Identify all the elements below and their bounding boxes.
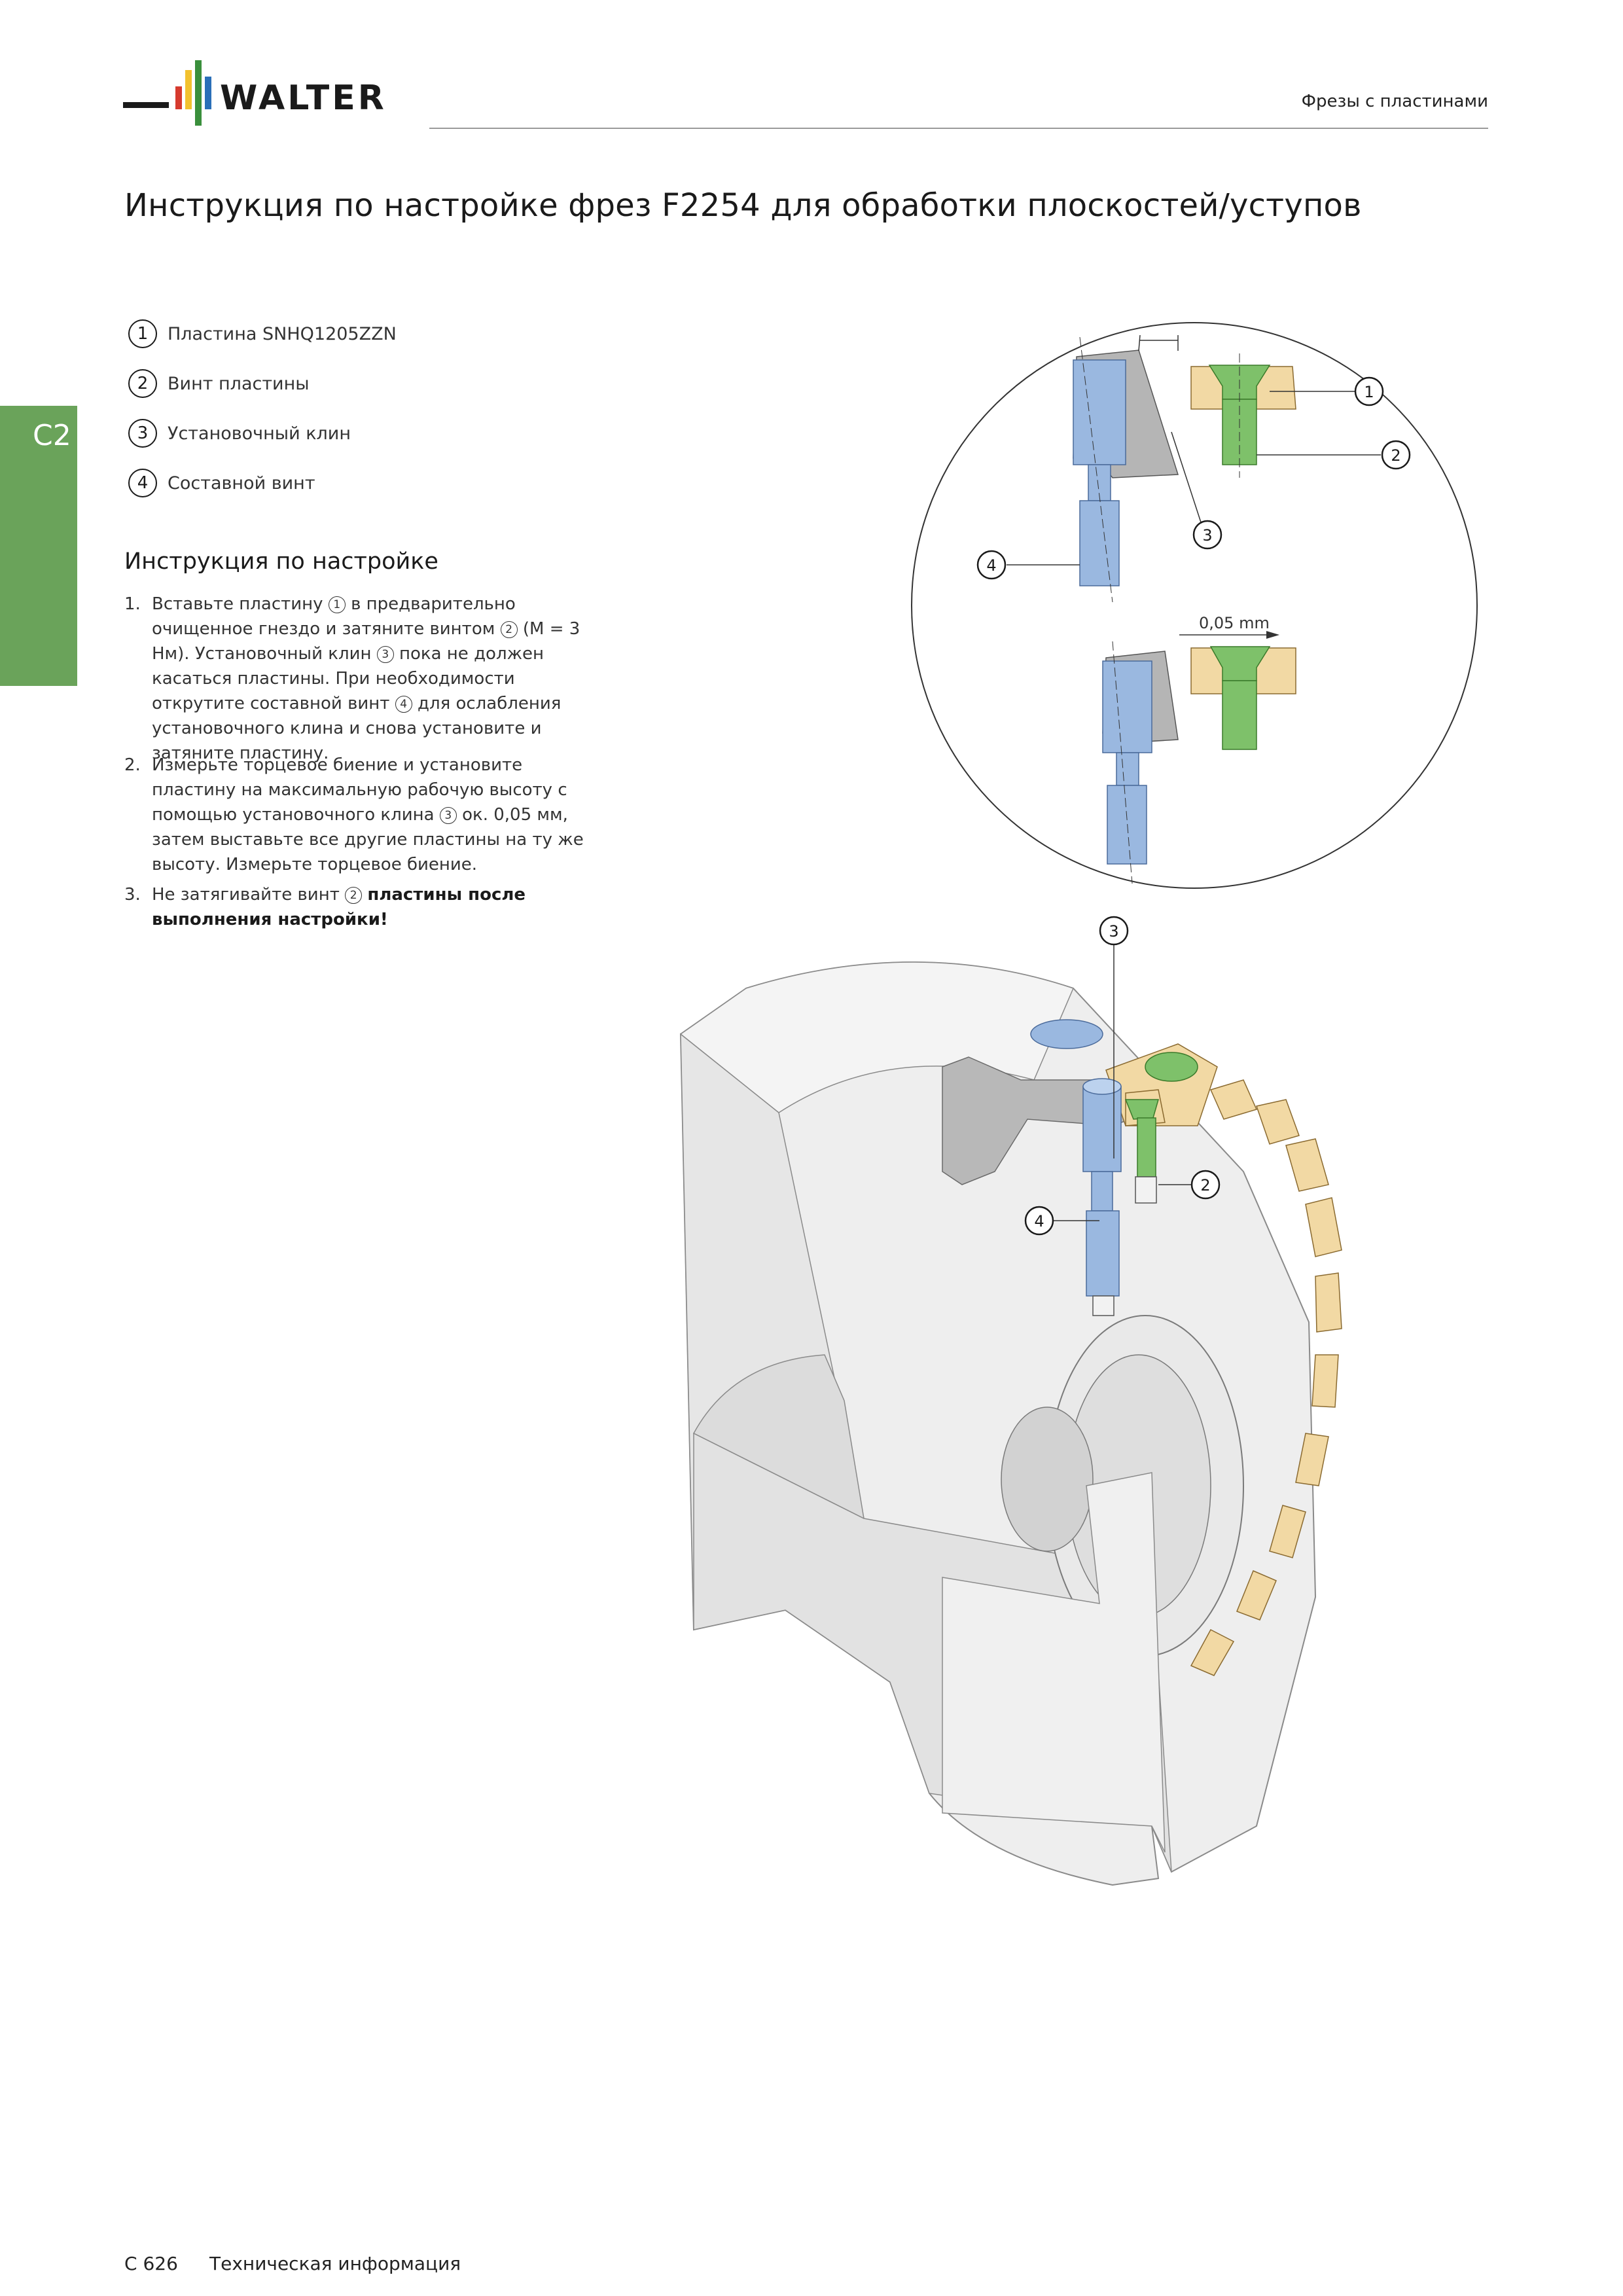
callout-number: 1 (1364, 383, 1374, 401)
callout-number: 2 (1391, 446, 1400, 465)
step-number: 1. (124, 594, 141, 614)
upper-assembly (1073, 334, 1296, 603)
section-tab: C2 (0, 406, 77, 686)
lower-assembly: 0,05 mm (1102, 614, 1296, 884)
ref-circle: 2 (500, 620, 518, 638)
footer-page-number: C 626 (124, 2253, 178, 2274)
cutter-illustration: 3 2 4 (679, 916, 1342, 1886)
callout-circle (1192, 520, 1222, 550)
legend-number: 4 (128, 469, 157, 497)
legend-label: Пластина SNHQ1205ZZN (168, 323, 397, 344)
callout-number: 4 (1034, 1212, 1044, 1230)
callout-circle (976, 550, 1007, 580)
ref-circle: 3 (376, 645, 394, 663)
ref-circle: 3 (439, 806, 457, 824)
callout-circle (1354, 376, 1384, 406)
step-number: 2. (124, 755, 141, 775)
ref-circle: 2 (345, 886, 363, 904)
legend-item: 4 Составной винт (128, 469, 586, 503)
legend-label: Составной винт (168, 473, 315, 493)
setup-step: 1. Вставьте пластину 1 в предварительно … (124, 592, 602, 763)
legend-label: Винт пластины (168, 373, 310, 394)
step-text: Измерьте торцевое биение и установите пл… (152, 755, 584, 874)
ref-circle: 4 (395, 695, 412, 713)
legend-item: 2 Винт пластины (128, 369, 586, 403)
walter-logo: WALTER (123, 60, 387, 126)
svg-text:WALTER: WALTER (220, 79, 387, 118)
setup-step: 3. Не затягивайте винт 2 пластины после … (124, 882, 602, 935)
setup-heading: Инструкция по настройке (124, 548, 438, 575)
callout-number: 2 (1200, 1176, 1210, 1194)
legend-number: 3 (128, 419, 157, 448)
callout-number: 3 (1202, 526, 1212, 545)
step-number: 3. (124, 885, 141, 905)
header-divider (429, 128, 1488, 129)
callout-circle (1024, 1206, 1054, 1236)
callout-circle (1099, 916, 1129, 946)
detail-diagram: 0,05 mm 1 2 3 4 (911, 322, 1478, 889)
pocket-assembly (942, 1019, 1218, 1316)
dimension-label: 0,05 mm (1199, 614, 1270, 632)
legend-item: 3 Установочный клин (128, 419, 586, 453)
legend-number: 2 (128, 369, 157, 398)
callout-circle (1190, 1170, 1221, 1200)
callout-number: 3 (1109, 922, 1118, 941)
header-category: Фрезы с пластинами (1301, 92, 1488, 111)
legend-label: Установочный клин (168, 423, 351, 444)
callout-number: 4 (986, 556, 996, 575)
step-text: Вставьте пластину 1 в предварительно очи… (152, 594, 580, 763)
insert-row (1190, 1079, 1342, 1676)
section-tab-label: C2 (33, 419, 71, 452)
legend-item: 1 Пластина SNHQ1205ZZN (128, 319, 586, 353)
callout-circle (1381, 440, 1411, 470)
ref-circle: 1 (328, 596, 346, 613)
setup-step: 2. Измерьте торцевое биение и установите… (124, 753, 602, 877)
footer-title: Техническая информация (209, 2253, 461, 2274)
step-text: Не затягивайте винт 2 пластины после вып… (152, 885, 526, 929)
page-title: Инструкция по настройке фрез F2254 для о… (124, 187, 1362, 224)
legend-number: 1 (128, 319, 157, 348)
